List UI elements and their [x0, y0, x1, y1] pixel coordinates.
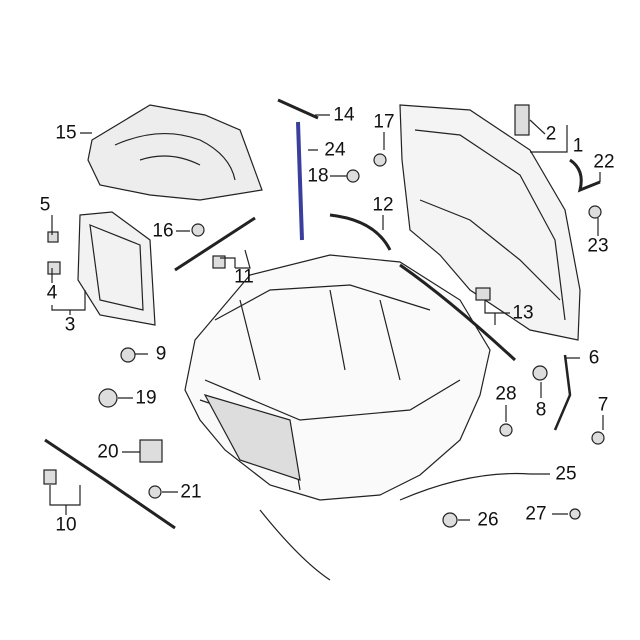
callout-17: 17 [373, 111, 395, 133]
callout-16: 16 [152, 220, 174, 242]
callout-6: 6 [588, 347, 600, 369]
callout-3: 3 [64, 314, 76, 336]
callout-15: 15 [55, 122, 77, 144]
callout-2: 2 [545, 123, 557, 145]
callout-14: 14 [333, 104, 355, 126]
callout-22: 22 [593, 151, 615, 173]
callout-13: 13 [512, 302, 534, 324]
callout-12: 12 [372, 194, 394, 216]
hood-strut-part [296, 121, 304, 241]
callout-7: 7 [597, 394, 609, 416]
callout-23: 23 [587, 235, 609, 257]
callout-20: 20 [97, 441, 119, 463]
vehicle-front-body [184, 254, 491, 501]
callout-4: 4 [46, 282, 58, 304]
callout-8: 8 [535, 399, 547, 421]
callout-24: 24 [324, 139, 346, 161]
callout-18: 18 [307, 165, 329, 187]
callout-26: 26 [477, 509, 499, 531]
hood-inner-frame-part [77, 211, 156, 326]
callout-5: 5 [39, 194, 51, 216]
callout-27: 27 [525, 503, 547, 525]
callout-25: 25 [555, 463, 577, 485]
callout-10: 10 [55, 514, 77, 536]
callout-19: 19 [135, 387, 157, 409]
callout-9: 9 [155, 343, 167, 365]
hood-part [399, 104, 581, 341]
callout-11: 11 [234, 266, 254, 288]
callout-1: 1 [572, 135, 584, 157]
callout-28: 28 [495, 383, 517, 405]
callout-21: 21 [180, 481, 202, 503]
hood-insulator-part [87, 104, 263, 201]
